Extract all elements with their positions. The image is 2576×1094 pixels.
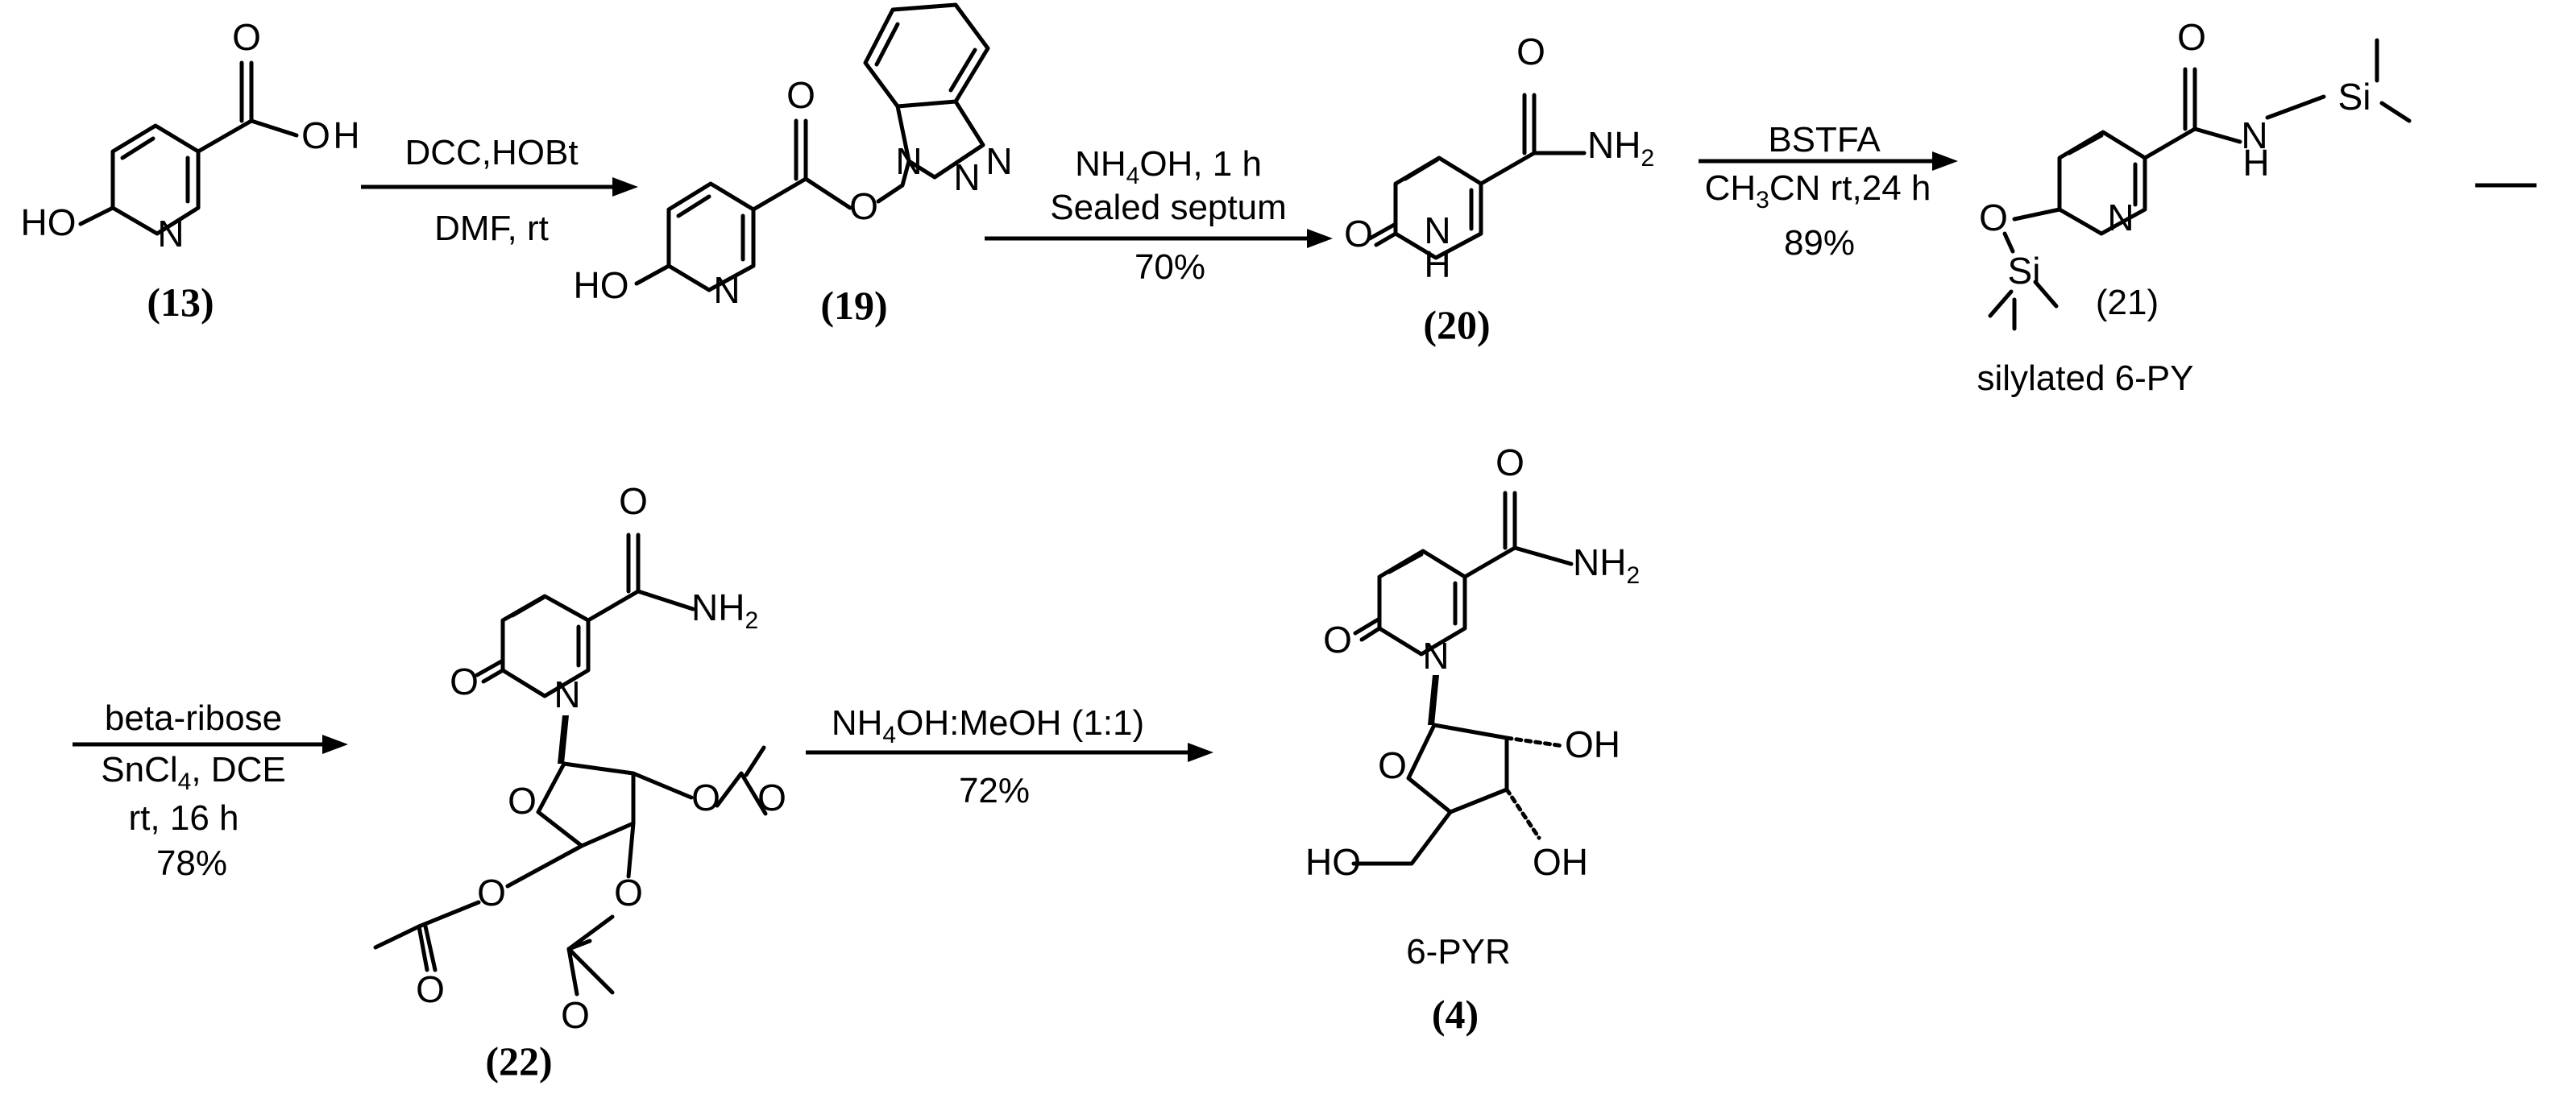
reaction-arrow-1: DCC,HOBt DMF, rt [361,133,638,248]
atom-n: N [1422,635,1449,677]
atom-si: Si [2338,76,2371,118]
yield: 89% [1784,223,1855,263]
atom-n: N [157,213,184,255]
atom-o: O [2177,16,2206,58]
atom-o: O [1979,197,2008,238]
atom-o: O [477,872,506,914]
atom-n: N [713,269,740,311]
compound-13: O O H N HO (13) [21,16,360,325]
atom-si: Si [2008,250,2041,292]
compound-label-22: (22) [485,1038,552,1084]
atom-o: O [1378,744,1407,786]
atom-ho: HO [21,201,77,243]
atom-h: H [2242,142,2269,184]
reagent-below: SnCl4, DCE [101,750,285,795]
atom-o: O [691,777,720,818]
compound-22: O NH2 O N O O O O O O O (22) [373,480,786,1084]
atom-o: O [1516,31,1545,73]
atom-h: H [333,114,359,156]
reaction-arrow-2: NH4OH, 1 h Sealed septum 70% [985,144,1333,287]
atom-n: N [2107,197,2134,238]
reaction-time: rt, 16 h [129,798,239,838]
atom-nh2: NH2 [1573,541,1640,589]
atom-n: N [985,140,1012,182]
reaction-arrow-4: beta-ribose SnCl4, DCE rt, 16 h 78% [73,698,348,883]
compound-name-21: silylated 6-PY [1977,358,2193,398]
compound-21: O N H Si O Si N (21) silylated 6-PY [1977,16,2412,398]
compound-label-21: (21) [2096,283,2159,322]
atom-o: O [614,872,643,914]
atom-nh2: NH2 [691,586,758,634]
compound-19: O O N N N N HO (19) [574,2,1013,328]
atom-o: O [508,780,537,822]
atom-o: O [301,114,330,156]
atom-o: O [619,480,648,522]
reaction-arrow-5: NH4OH:MeOH (1:1) 72% [806,703,1213,810]
reagent-below: DMF, rt [434,209,549,248]
atom-n: N [1424,209,1450,251]
atom-o: O [786,74,815,116]
atom-o: O [232,16,261,58]
atom-nh2: NH2 [1587,124,1654,172]
atom-o: O [416,968,445,1010]
reagent-above: NH4OH:MeOH (1:1) [832,703,1144,748]
reagent-above: BSTFA [1768,120,1881,160]
reagent-below: Sealed septum [1050,188,1287,227]
atom-ho: HO [574,264,629,306]
atom-h: H [1424,243,1450,285]
atom-n: N [953,156,980,198]
atom-o: O [450,661,479,702]
atom-ho: HO [1305,841,1361,883]
atom-o: O [849,185,878,227]
compound-label-20: (20) [1423,302,1490,347]
atom-n: N [2241,114,2267,156]
yield: 70% [1135,247,1205,287]
reagent-above: DCC,HOBt [404,133,578,172]
compound-label-13: (13) [147,280,214,325]
compound-4: O NH2 O N O OH OH HO 6-PYR (4) [1305,441,1640,1037]
reagent-above: beta-ribose [105,698,282,738]
atom-o: O [561,994,590,1036]
compound-label-4: (4) [1432,992,1479,1037]
yield: 78% [156,843,227,883]
atom-n: N [895,140,922,182]
compound-name-4: 6-PYR [1406,932,1511,972]
atom-o: O [1344,213,1373,255]
yield: 72% [959,771,1030,810]
atom-o: O [1323,619,1352,661]
atom-oh: OH [1565,723,1620,765]
compound-label-19: (19) [820,283,887,328]
atom-n: N [554,673,580,715]
atom-o: O [1495,441,1524,483]
atom-oh: OH [1533,841,1588,883]
reagent-below: CH3CN rt,24 h [1705,168,1931,213]
compound-20: O NH2 O N H (20) [1344,31,1654,347]
atom-o: O [757,777,786,818]
reagent-above: NH4OH, 1 h [1075,144,1262,189]
reaction-arrow-3: BSTFA CH3CN rt,24 h 89% [1699,120,1958,263]
